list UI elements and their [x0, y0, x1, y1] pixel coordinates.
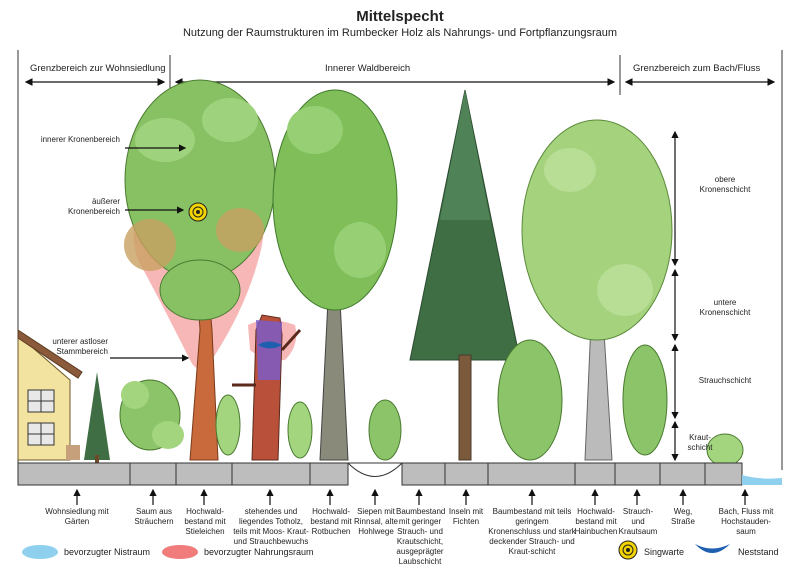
small-conifer — [84, 372, 110, 465]
bottom-label-siepen: Siepen mit Rinnsal, alte Hohlwege — [353, 507, 399, 536]
spruce-tree — [409, 89, 521, 461]
bottom-label-shrub-hem: Saum aus Sträuchern — [134, 507, 174, 526]
label-lower-crown-layer: untere Kronenschicht — [699, 298, 751, 317]
bottom-label-spruce-islands: Inseln mit Fichten — [448, 507, 484, 526]
zone-label-stream: Grenzbereich zum Bach/Fluss — [633, 63, 761, 74]
label-shrub-layer: Strauchschicht — [698, 376, 752, 385]
legend-food-area-label: bevorzugter Nahrungsraum — [204, 547, 314, 557]
bottom-label-stream: Bach, Fluss mit Hochstauden-saum — [718, 507, 774, 536]
shrub-middle — [215, 394, 402, 461]
legend-song-post-icon — [618, 540, 638, 560]
bottom-label-open-canopy: Baumbestand mit teils geringem Kronensch… — [488, 507, 576, 556]
legend-song-post-label: Singwarte — [644, 547, 685, 557]
label-upper-crown-layer: obere Kronenschicht — [699, 175, 751, 194]
legend-nest-area-label: bevorzugter Nistraum — [64, 547, 151, 557]
bottom-label-herb-hem: Strauch- und Krautsaum — [618, 507, 658, 536]
bottom-label-leaf-layer: Baumbestand mit geringer Strauch- und Kr… — [396, 507, 446, 566]
beech-tree — [272, 89, 398, 461]
song-post-marker — [188, 202, 208, 222]
ground-strip-right — [401, 462, 743, 486]
page-title: Mittelspecht — [356, 8, 444, 25]
zone-label-inner-forest: Innerer Waldbereich — [325, 63, 411, 74]
dead-tree — [232, 314, 302, 461]
hornbeam-tree — [521, 119, 673, 461]
bottom-label-settlement: Wohnsiedlung mit Gärten — [45, 507, 109, 526]
page-subtitle: Nutzung der Raumstrukturen im Rumbecker … — [182, 27, 618, 39]
label-inner-crown: innerer Kronenbereich — [40, 135, 120, 144]
bottom-arrows — [73, 488, 749, 505]
legend-nest-site-icon — [695, 544, 730, 553]
bottom-label-deadwood: stehendes und liegendes Totholz, teils m… — [233, 507, 309, 546]
legend-nest-area-swatch — [22, 545, 58, 559]
bottom-label-oak-stand: Hochwald-bestand mit Stieleichen — [184, 507, 226, 536]
legend-nest-site-label: Neststand — [738, 547, 779, 557]
label-outer-crown: äußerer Kronenbereich — [67, 197, 120, 216]
label-herb-layer: Kraut-schicht — [687, 433, 713, 452]
legend-food-area-swatch — [162, 545, 198, 559]
bottom-label-hornbeam-stand: Hochwald-bestand mit Hainbuchen — [574, 507, 618, 536]
zone-label-settlement: Grenzbereich zur Wohnsiedlung — [30, 63, 166, 74]
shrub-right — [497, 339, 668, 461]
bottom-label-beech-stand: Hochwald-bestand mit Rotbuchen — [310, 507, 352, 536]
bottom-label-road: Weg, Straße — [670, 507, 695, 526]
house — [17, 329, 83, 461]
ground-strip-left — [17, 462, 349, 486]
label-lower-trunk: unterer astloser Stammbereich — [52, 337, 108, 356]
shrub-left — [119, 379, 184, 451]
